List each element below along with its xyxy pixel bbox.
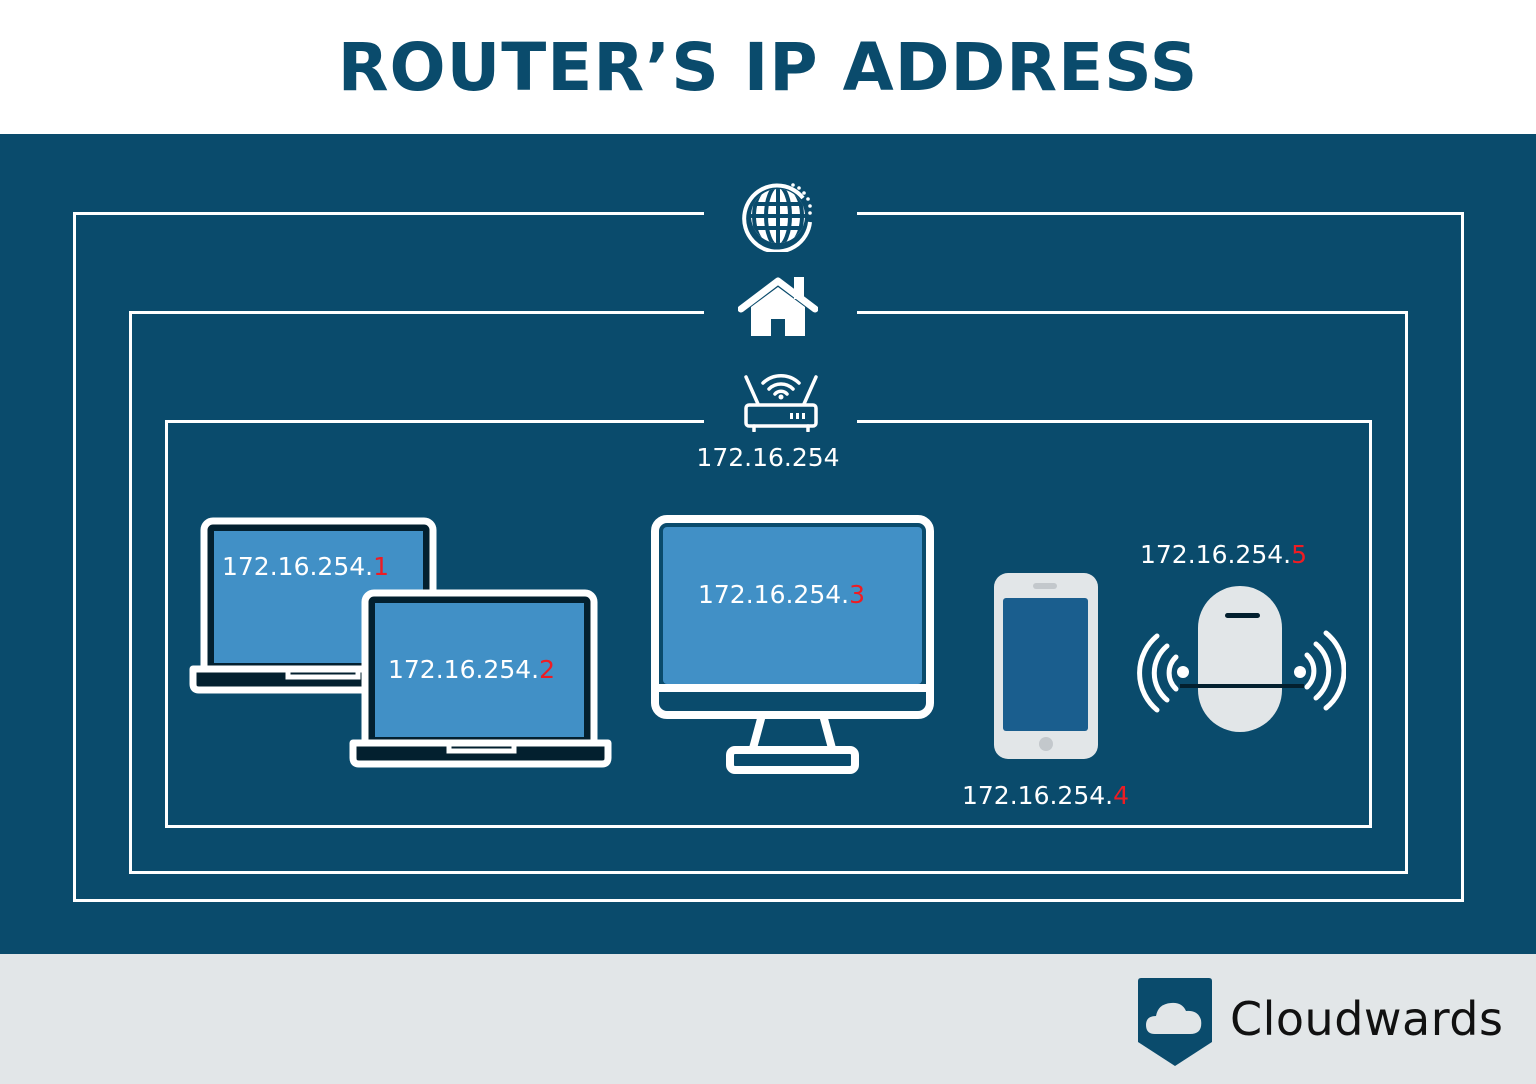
globe-icon: [742, 183, 812, 252]
house-icon: [738, 277, 818, 336]
footer: [0, 954, 1536, 1084]
wifi-router-icon: [744, 374, 818, 432]
host-octet: 4: [1113, 781, 1129, 810]
device-ip-laptop-2: 172.16.254.2: [388, 655, 555, 684]
header: ROUTER’S IP ADDRESS: [0, 0, 1536, 134]
page-title: ROUTER’S IP ADDRESS: [337, 29, 1199, 106]
wireless-device-icon: [1137, 586, 1346, 732]
router-ip-label: 172.16.254: [696, 443, 840, 472]
host-octet: 3: [849, 580, 865, 609]
device-ip-smartphone: 172.16.254.4: [962, 781, 1129, 810]
router-frame-gap: [704, 417, 857, 426]
device-ip-monitor: 172.16.254.3: [698, 580, 865, 609]
host-octet: 5: [1291, 540, 1307, 569]
host-octet: 2: [539, 655, 555, 684]
cloud-shield-icon: [1138, 978, 1212, 1066]
laptop-icon: [349, 589, 612, 768]
device-ip-laptop-1: 172.16.254.1: [222, 552, 389, 581]
host-octet: 1: [373, 552, 389, 581]
device-ip-wireless: 172.16.254.5: [1140, 540, 1307, 569]
smartphone-icon: [994, 573, 1098, 759]
brand-name: Cloudwards: [1230, 992, 1504, 1046]
monitor-icon: [651, 515, 934, 774]
